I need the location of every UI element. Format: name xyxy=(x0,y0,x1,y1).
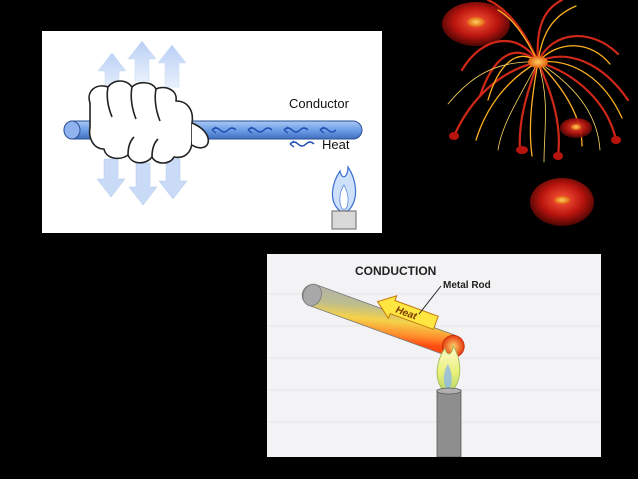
metal-rod-label: Metal Rod xyxy=(443,280,491,291)
strand-bulbs xyxy=(449,56,621,160)
firework-decoration xyxy=(432,0,638,232)
paper-texture xyxy=(267,293,601,423)
conduction-illustration: CONDUCTION Heat Metal Rod xyxy=(267,264,601,457)
firework-flower-icon xyxy=(442,0,630,226)
conductor-label: Conductor xyxy=(289,96,350,111)
conductor-diagram: Conductor Heat xyxy=(42,31,382,233)
down-arrow-3 xyxy=(158,158,188,200)
heat-legend: Heat xyxy=(289,137,350,152)
conduction-diagram: CONDUCTION Heat Metal Rod xyxy=(267,254,601,457)
burner-tube xyxy=(436,389,462,457)
heat-label: Heat xyxy=(322,137,350,152)
burner-nozzle xyxy=(331,210,357,230)
down-arrow-2 xyxy=(128,162,158,206)
bunsen-burner xyxy=(331,165,357,230)
heat-down-arrows xyxy=(96,158,188,206)
heat-up-arrows xyxy=(97,40,187,90)
metal-rod-pointer xyxy=(418,285,442,315)
up-arrow-1 xyxy=(97,52,127,90)
down-arrow-1 xyxy=(96,158,126,198)
up-arrow-3 xyxy=(157,44,187,88)
metal-rod xyxy=(301,283,465,358)
conductor-illustration: Conductor Heat xyxy=(63,40,363,230)
hand-icon xyxy=(88,80,210,164)
heat-legend-arrow xyxy=(289,140,315,148)
conduction-title: CONDUCTION xyxy=(355,264,436,278)
bunsen-burner xyxy=(436,344,462,457)
up-arrow-2 xyxy=(127,40,157,82)
